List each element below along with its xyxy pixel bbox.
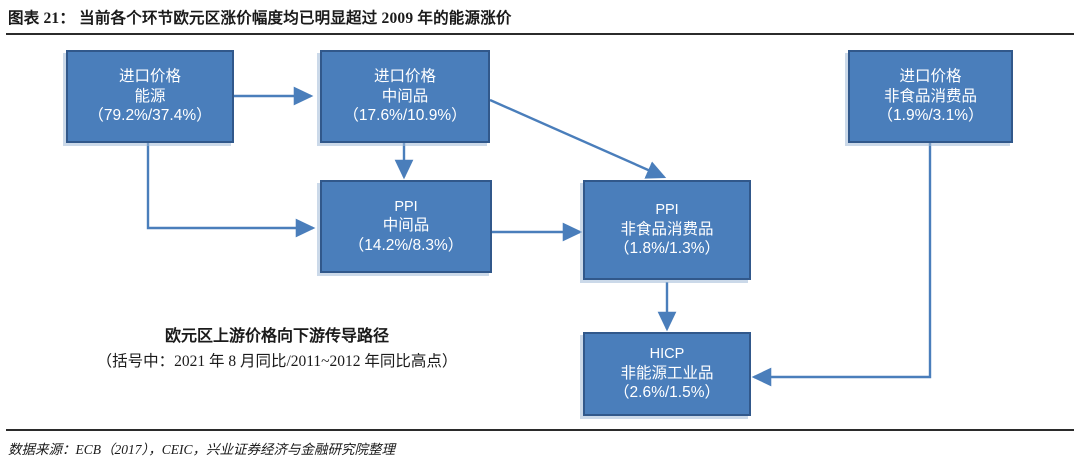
node-line-2: 非能源工业品 <box>620 364 714 382</box>
node-import-energy[interactable]: 进口价格 能源 （79.2%/37.4%） <box>66 50 234 143</box>
node-line-1: PPI <box>655 202 679 219</box>
node-line-2: 能源 <box>134 87 166 105</box>
node-line-2: 中间品 <box>382 217 430 235</box>
node-hicp-nonenergy-industrial[interactable]: HICP 非能源工业品 （2.6%/1.5%） <box>583 332 751 416</box>
node-line-1: 进口价格 <box>118 68 181 86</box>
connector-energy-to-ppi-intermediate <box>146 143 316 238</box>
node-line-1: HICP <box>649 346 685 363</box>
node-line-2: 非食品消费品 <box>883 87 977 105</box>
node-value: （79.2%/37.4%） <box>88 107 212 125</box>
connector-import-nonfood-to-hicp <box>751 143 932 387</box>
caption-line-1: 欧元区上游价格向下游传导路径 <box>164 328 389 345</box>
connector-import-intermediate-to-ppi-nonfood <box>489 98 667 179</box>
node-import-nonfood-consumer[interactable]: 进口价格 非食品消费品 （1.9%/3.1%） <box>848 50 1013 143</box>
figure-title: 图表 21： 当前各个环节欧元区涨价幅度均已明显超过 2009 年的能源涨价 <box>8 10 512 27</box>
node-ppi-intermediate[interactable]: PPI 中间品 （14.2%/8.3%） <box>320 180 492 273</box>
source-rule <box>6 429 1074 431</box>
node-import-intermediate[interactable]: 进口价格 中间品 （17.6%/10.9%） <box>320 50 490 143</box>
diagram-caption: 欧元区上游价格向下游传导路径 （括号中：2021 年 8 月同比/2011~20… <box>62 325 492 374</box>
node-line-2: 非食品消费品 <box>620 220 714 238</box>
node-value: （1.9%/3.1%） <box>877 107 984 125</box>
node-value: （2.6%/1.5%） <box>614 384 720 402</box>
node-line-1: PPI <box>394 198 418 215</box>
node-value: （14.2%/8.3%） <box>348 236 464 254</box>
node-value: （17.6%/10.9%） <box>343 107 467 125</box>
node-line-1: 进口价格 <box>373 68 436 86</box>
node-value: （1.8%/1.3%） <box>614 240 720 258</box>
node-ppi-nonfood-consumer[interactable]: PPI 非食品消费品 （1.8%/1.3%） <box>583 180 751 280</box>
title-rule <box>6 33 1074 35</box>
figure-source: 数据来源：ECB（2017），CEIC，兴业证券经济与金融研究院整理 <box>8 442 395 457</box>
node-line-2: 中间品 <box>381 87 429 105</box>
caption-line-2: （括号中：2021 年 8 月同比/2011~2012 年同比高点） <box>96 352 458 370</box>
node-line-1: 进口价格 <box>899 68 962 86</box>
